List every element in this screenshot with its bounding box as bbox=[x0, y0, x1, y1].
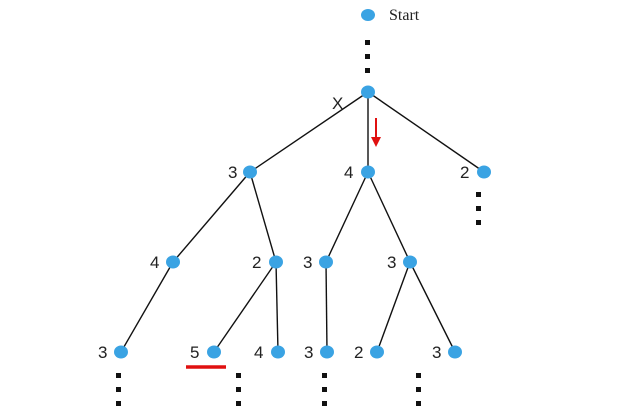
ellipsis-dot bbox=[476, 220, 481, 225]
ellipsis-dot bbox=[416, 401, 421, 406]
node-label: 3 bbox=[304, 343, 313, 362]
root-ellipsis bbox=[365, 40, 370, 73]
ellipsis-dot bbox=[416, 387, 421, 392]
edge-b2-b2x bbox=[376, 261, 411, 353]
node-label: 3 bbox=[228, 163, 237, 182]
node-c-ellipsis bbox=[476, 192, 481, 225]
node-dot bbox=[243, 165, 257, 179]
node-dot bbox=[207, 345, 221, 359]
leaf-ellipsis-b1x bbox=[322, 373, 327, 406]
node-dot bbox=[361, 85, 375, 99]
tree-node-b2y: 3 bbox=[432, 343, 462, 362]
node-dot bbox=[319, 255, 333, 269]
legend: Start bbox=[361, 7, 420, 24]
node-label: 2 bbox=[460, 163, 469, 182]
tree-node-root: X bbox=[332, 85, 375, 113]
ellipsis-dot bbox=[116, 373, 121, 378]
node-label: 2 bbox=[354, 343, 363, 362]
node-label: 3 bbox=[432, 343, 441, 362]
tree-node-a2: 2 bbox=[252, 253, 283, 272]
edge-b2-b2y bbox=[409, 261, 456, 353]
ellipsis-dot bbox=[322, 373, 327, 378]
edge-a2-a2y bbox=[275, 261, 279, 353]
node-label: 4 bbox=[344, 163, 353, 182]
leaf-ellipsis-b2x bbox=[416, 373, 421, 406]
edge-b-b2 bbox=[367, 171, 411, 263]
edge-b-b1 bbox=[325, 171, 369, 263]
node-dot bbox=[269, 255, 283, 269]
edges bbox=[120, 91, 485, 353]
tree-node-b2: 3 bbox=[387, 253, 417, 272]
edge-root-a bbox=[249, 91, 369, 173]
ellipsis-dot bbox=[365, 68, 370, 73]
legend-label: Start bbox=[389, 7, 420, 24]
node-dot bbox=[361, 165, 375, 179]
node-label: 4 bbox=[150, 253, 159, 272]
node-dot bbox=[448, 345, 462, 359]
ellipsis-dot bbox=[476, 192, 481, 197]
tree-node-b2x: 2 bbox=[354, 343, 384, 362]
node-dot bbox=[477, 165, 491, 179]
node-label: X bbox=[332, 94, 343, 113]
node-label: 4 bbox=[254, 343, 263, 362]
tree-node-a1: 4 bbox=[150, 253, 180, 272]
edge-root-c bbox=[367, 91, 485, 173]
tree-node-c: 2 bbox=[460, 163, 491, 182]
ellipsis-dot bbox=[116, 401, 121, 406]
node-label: 2 bbox=[252, 253, 261, 272]
node-dot bbox=[114, 345, 128, 359]
edge-a1-a1x bbox=[120, 261, 174, 353]
node-dot bbox=[271, 345, 285, 359]
ellipsis-dot bbox=[476, 206, 481, 211]
ellipsis-dot bbox=[322, 387, 327, 392]
tree-node-b1: 3 bbox=[303, 253, 333, 272]
ellipsis-dot bbox=[116, 387, 121, 392]
tree-node-a2x: 5 bbox=[190, 343, 221, 362]
tree-node-a: 3 bbox=[228, 163, 257, 182]
tree-node-a2y: 4 bbox=[254, 343, 285, 362]
node-label: 3 bbox=[98, 343, 107, 362]
ellipsis-dot bbox=[365, 54, 370, 59]
node-label: 3 bbox=[303, 253, 312, 272]
node-dot bbox=[166, 255, 180, 269]
tree-node-b: 4 bbox=[344, 163, 375, 182]
ellipsis-dot bbox=[322, 401, 327, 406]
node-dot bbox=[403, 255, 417, 269]
node-label: 3 bbox=[387, 253, 396, 272]
leaf-ellipsis-a1x bbox=[116, 373, 121, 406]
ellipsis-dot bbox=[416, 373, 421, 378]
edge-a-a2 bbox=[249, 171, 277, 263]
ellipsis-dot bbox=[236, 373, 241, 378]
legend-node-icon bbox=[361, 9, 375, 21]
node-dot bbox=[320, 345, 334, 359]
node-label: 5 bbox=[190, 343, 199, 362]
ellipsis-dot bbox=[236, 401, 241, 406]
leaf-ellipsis-a2x bbox=[236, 373, 241, 406]
edge-a-a1 bbox=[172, 171, 251, 263]
node-dot bbox=[370, 345, 384, 359]
tree-node-a1x: 3 bbox=[98, 343, 128, 362]
edge-a2-a2x bbox=[213, 261, 277, 353]
ellipsis-dot bbox=[236, 387, 241, 392]
tree-node-b1x: 3 bbox=[304, 343, 334, 362]
edge-b1-b1x bbox=[325, 261, 328, 353]
ellipsis-dot bbox=[365, 40, 370, 45]
